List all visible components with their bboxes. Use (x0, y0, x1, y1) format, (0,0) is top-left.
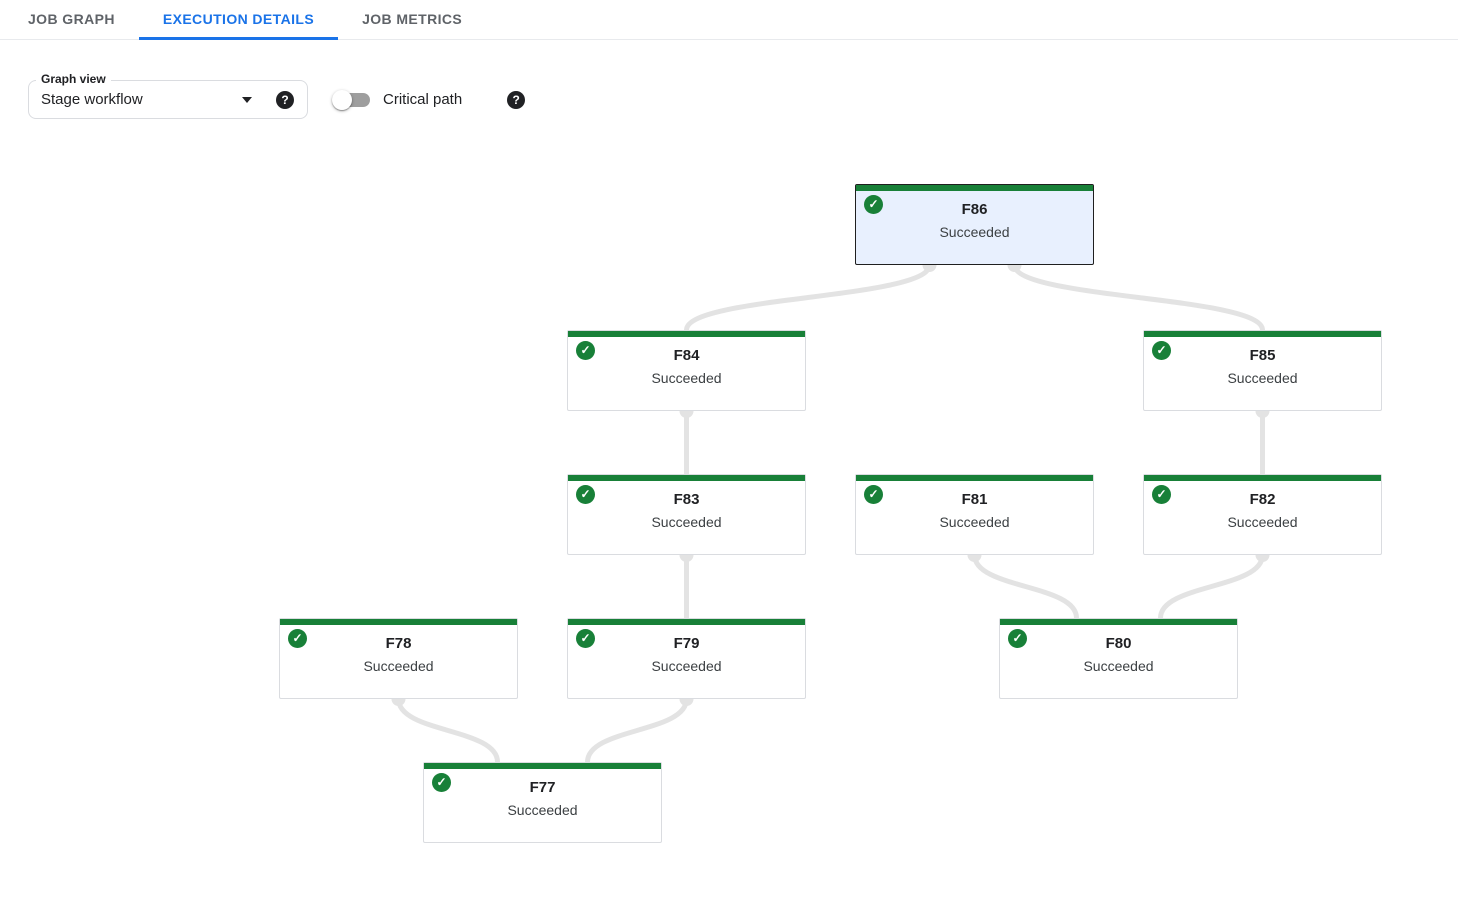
tab-label: JOB GRAPH (28, 10, 115, 27)
stage-status-bar (856, 475, 1093, 481)
workflow-edge (585, 696, 689, 765)
stage-name: F77 (529, 779, 556, 796)
stage-status-bar (856, 185, 1093, 191)
check-circle-icon: ✓ (1152, 485, 1171, 504)
workflow-edge (396, 696, 500, 765)
stage-name: F86 (961, 201, 988, 218)
check-circle-icon: ✓ (1152, 341, 1171, 360)
tab-execution-details[interactable]: EXECUTION DETAILS (138, 0, 339, 40)
stage-status-bar (1144, 331, 1381, 337)
dropdown-arrow-icon (242, 96, 252, 103)
toggle-knob (332, 89, 352, 110)
stage-status-bar (1000, 619, 1237, 625)
critical-path-label: Critical path (383, 91, 463, 108)
graph-controls: Graph view Stage workflow ? Critical pat… (28, 72, 526, 119)
workflow-edge (972, 552, 1079, 621)
tab-bar: JOB GRAPH EXECUTION DETAILS JOB METRICS (0, 0, 1458, 40)
stage-status-bar (424, 763, 661, 769)
stage-status: Succeeded (363, 658, 434, 674)
stage-name: F79 (673, 635, 700, 652)
stage-name: F83 (673, 491, 700, 508)
stage-status: Succeeded (1083, 658, 1154, 674)
check-circle-icon: ✓ (576, 485, 595, 504)
check-circle-icon: ✓ (432, 773, 451, 792)
stage-status: Succeeded (939, 224, 1010, 240)
stage-status: Succeeded (651, 370, 722, 386)
stage-status: Succeeded (507, 802, 578, 818)
check-circle-icon: ✓ (1008, 629, 1027, 648)
graph-view-label: Graph view (36, 72, 111, 86)
stage-status-bar (568, 331, 805, 337)
stage-status-bar (280, 619, 517, 625)
tab-label: JOB METRICS (362, 10, 463, 27)
check-circle-icon: ✓ (288, 629, 307, 648)
stage-status: Succeeded (939, 514, 1010, 530)
stage-name: F81 (961, 491, 988, 508)
workflow-edge (1158, 552, 1265, 621)
stage-status: Succeeded (651, 658, 722, 674)
workflow-edge (1012, 262, 1265, 333)
workflow-edge (684, 262, 932, 333)
stage-status: Succeeded (651, 514, 722, 530)
tab-job-metrics[interactable]: JOB METRICS (338, 0, 486, 40)
stage-status-bar (568, 475, 805, 481)
stage-status-bar (568, 619, 805, 625)
check-circle-icon: ✓ (576, 629, 595, 648)
stage-status-bar (1144, 475, 1381, 481)
stage-status: Succeeded (1227, 370, 1298, 386)
help-icon[interactable]: ? (276, 90, 294, 109)
check-circle-icon: ✓ (864, 195, 883, 214)
stage-name: F82 (1249, 491, 1276, 508)
check-circle-icon: ✓ (576, 341, 595, 360)
check-circle-icon: ✓ (864, 485, 883, 504)
graph-view-select[interactable]: Graph view Stage workflow ? (28, 72, 308, 119)
stage-name: F84 (673, 347, 700, 364)
graph-view-value: Stage workflow (41, 91, 143, 108)
stage-status: Succeeded (1227, 514, 1298, 530)
tab-label: EXECUTION DETAILS (162, 10, 315, 27)
tab-job-graph[interactable]: JOB GRAPH (4, 0, 139, 40)
stage-name: F78 (385, 635, 412, 652)
help-icon[interactable]: ? (507, 90, 526, 109)
stage-name: F85 (1249, 347, 1276, 364)
critical-path-toggle[interactable] (332, 89, 370, 110)
stage-name: F80 (1105, 635, 1132, 652)
